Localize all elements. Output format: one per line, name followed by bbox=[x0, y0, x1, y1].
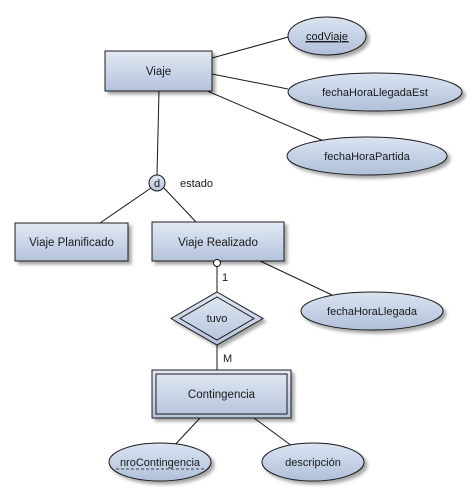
attribute-fechahorallegadaest-label: fechaHoraLlegadaEst bbox=[322, 87, 428, 99]
attribute-codviaje[interactable]: codViaje bbox=[287, 16, 367, 56]
entity-viaje[interactable]: Viaje bbox=[104, 50, 213, 92]
attribute-fechahorallegadaest[interactable]: fechaHoraLlegadaEst bbox=[287, 72, 463, 112]
connectors bbox=[99, 35, 333, 449]
edge-contingencia-descripcion bbox=[253, 417, 293, 447]
attribute-nrocontingencia[interactable]: nroContingencia bbox=[108, 442, 212, 482]
relationship-tuvo[interactable]: tuvo bbox=[169, 291, 265, 346]
entity-viaje-label: Viaje bbox=[146, 66, 171, 78]
edge-realizado-fechahorallegada bbox=[257, 259, 333, 296]
edge-viaje-codviaje bbox=[211, 35, 293, 59]
attribute-nrocontingencia-label: nroContingencia bbox=[120, 457, 201, 469]
attribute-fechahorapartida[interactable]: fechaHoraPartida bbox=[286, 136, 448, 176]
entity-viaje-realizado-label: Viaje Realizado bbox=[178, 237, 258, 249]
relationship-tuvo-label: tuvo bbox=[207, 313, 228, 325]
entity-viaje-planificado-label: Viaje Planificado bbox=[29, 237, 114, 249]
specialization-attribute-label: estado bbox=[180, 178, 213, 190]
edge-specialization-realizado bbox=[163, 187, 197, 223]
cardinality-one: 1 bbox=[222, 272, 228, 284]
edge-contingencia-nrocontingencia bbox=[171, 417, 201, 449]
entity-viaje-realizado[interactable]: Viaje Realizado bbox=[151, 221, 285, 262]
entity-viaje-planificado[interactable]: Viaje Planificado bbox=[14, 222, 129, 262]
specialization-disjoint: d bbox=[148, 174, 166, 192]
edge-viaje-fechahorapartida bbox=[204, 89, 327, 143]
edge-viaje-fechahorallegadaest bbox=[211, 73, 289, 90]
specialization-symbol: d bbox=[154, 178, 160, 190]
edge-viaje-specialization bbox=[156, 90, 160, 176]
entity-contingencia[interactable]: Contingencia bbox=[151, 369, 292, 419]
attribute-descripcion[interactable]: descripción bbox=[261, 442, 365, 482]
cardinality-many: M bbox=[223, 353, 232, 365]
attribute-descripcion-label: descripción bbox=[285, 457, 341, 469]
participation-marker bbox=[213, 259, 221, 267]
attribute-codviaje-label: codViaje bbox=[306, 31, 348, 43]
attribute-fechahorallegada[interactable]: fechaHoraLlegada bbox=[300, 291, 444, 331]
entity-contingencia-label: Contingencia bbox=[188, 389, 256, 401]
edge-specialization-planificado bbox=[99, 187, 152, 224]
attribute-fechahorapartida-label: fechaHoraPartida bbox=[324, 151, 410, 163]
attribute-fechahorallegada-label: fechaHoraLlegada bbox=[327, 306, 418, 318]
